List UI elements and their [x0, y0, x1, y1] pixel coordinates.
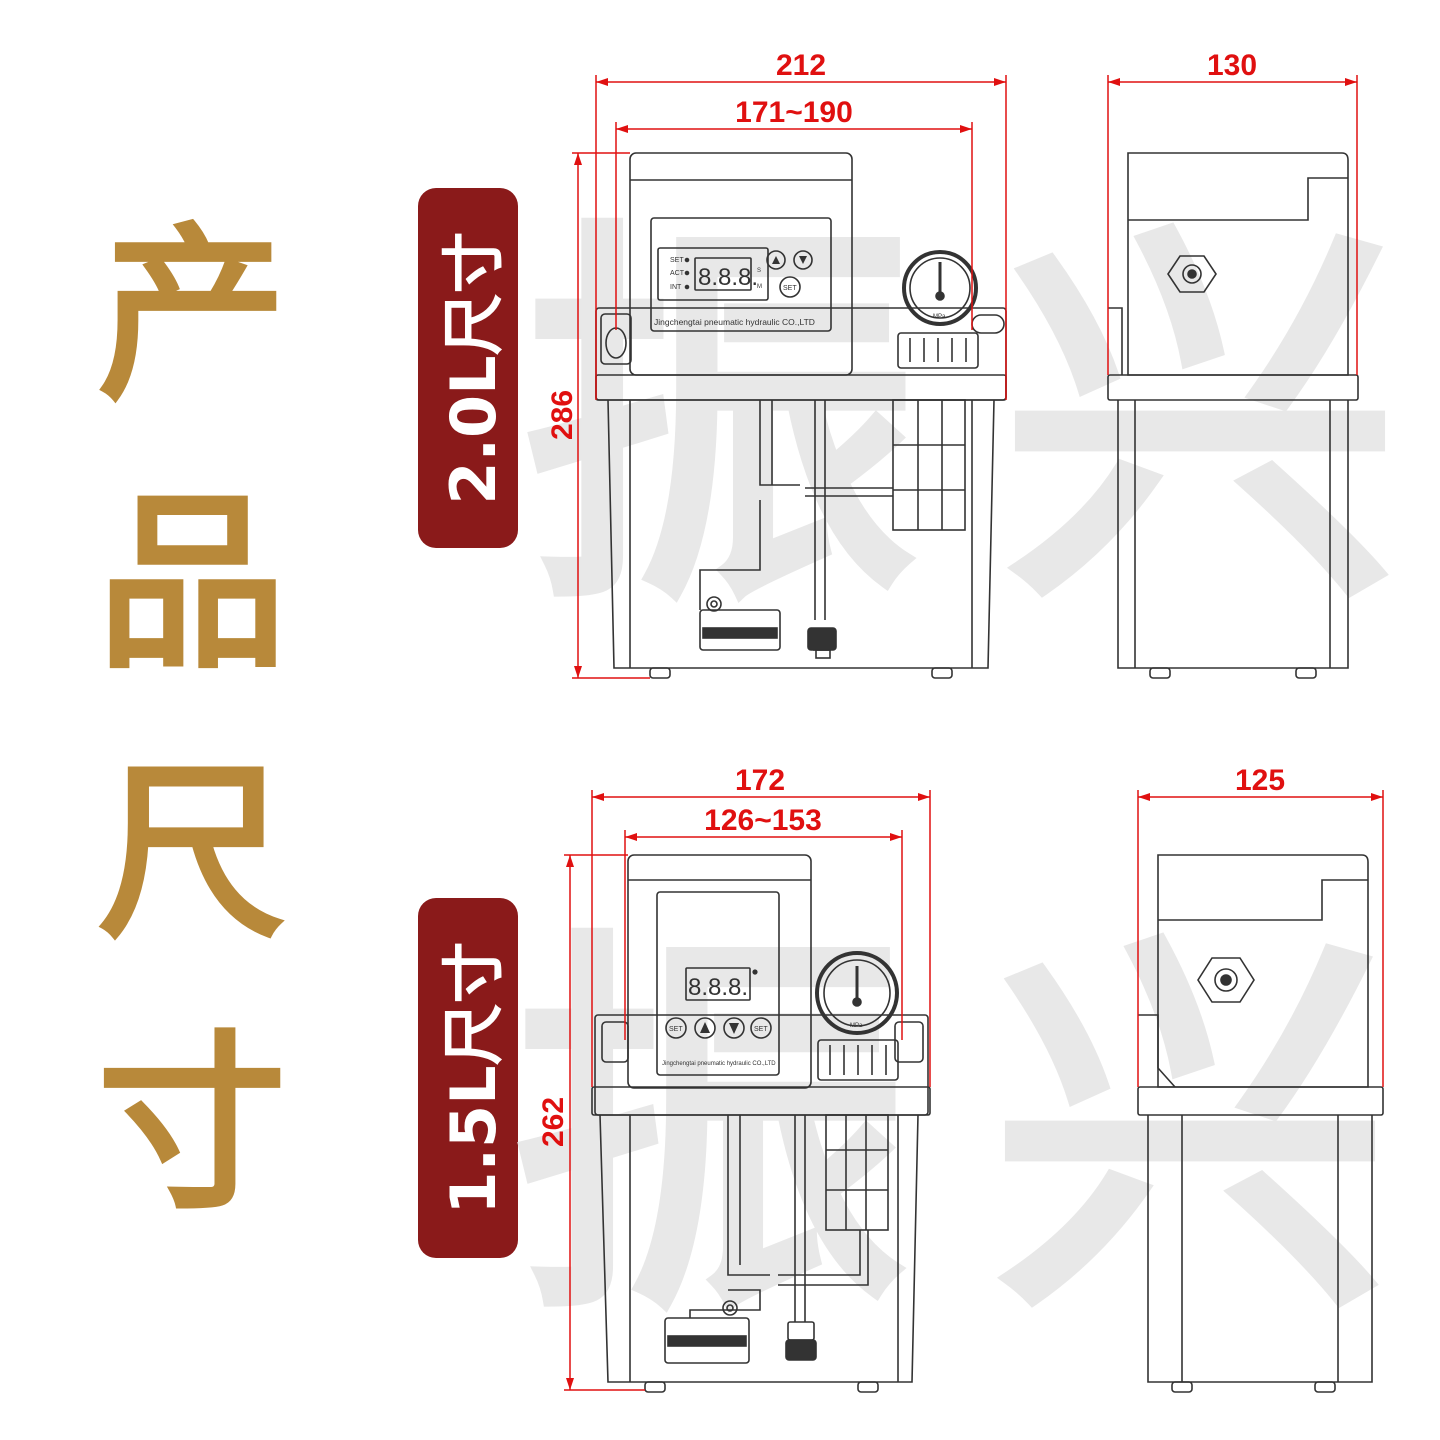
mode-s-label: S [757, 268, 761, 274]
pressure-gauge-2l [902, 250, 978, 326]
watermark-char-2b: 兴 [990, 900, 1390, 1365]
set-right-label: SET [754, 1026, 768, 1033]
mode-m-label: M [757, 284, 762, 290]
gauge-unit-2l: MPa [933, 314, 946, 320]
set-left-button [665, 1017, 687, 1039]
company-name-2l: Jingchengtai pneumatic hydraulic CO.,LTD [654, 317, 815, 327]
front-view-15l [591, 854, 931, 1393]
company-name-15l: Jingchengtai pneumatic hydraulic CO.,LTD [662, 1061, 776, 1067]
watermark: 振 兴 振 兴 [510, 190, 1400, 1365]
indicator-set: SET [670, 257, 684, 264]
dim-2l-side-width: 130 [1207, 49, 1257, 82]
pressure-gauge-15l [815, 951, 899, 1035]
digital-display-2l: 8.8.8. [698, 264, 758, 291]
side-fitting-2l [1167, 255, 1217, 293]
dim-15l-mount-span: 126~153 [704, 804, 822, 837]
control-panel-2l [650, 217, 832, 332]
panel-text-2l: SET ACT INT 8.8.8. S M SET Jingchengtai … [654, 257, 946, 327]
side-fitting-15l [1197, 957, 1255, 1003]
model-label-2l: 2.0L尺寸 [418, 188, 518, 548]
gauge-unit-15l: MPa [850, 1023, 863, 1029]
title-char-4: 寸 [96, 1014, 287, 1235]
set-button-2l [779, 276, 801, 298]
title-char-1: 产 [96, 206, 287, 427]
model-label-15l: 1.5L尺寸 [418, 898, 518, 1258]
dim-2l-mount-span: 171~190 [735, 96, 853, 129]
front-view-2l [595, 152, 1007, 679]
indicator-int: INT [670, 284, 682, 291]
indicator-act: ACT [670, 270, 685, 277]
dim-2l-height: 286 [546, 390, 579, 440]
panel-text-15l: 8.8.8. SET SET Jingchengtai pneumatic hy… [662, 974, 863, 1067]
digital-display-15l: 8.8.8. [688, 974, 748, 1001]
set-right-button [750, 1017, 772, 1039]
down-button-15l-icon [723, 1017, 745, 1039]
watermark-char-1b: 兴 [1000, 190, 1400, 655]
down-button-icon [793, 250, 813, 270]
set-left-label: SET [669, 1026, 683, 1033]
up-button-15l-icon [694, 1017, 716, 1039]
watermark-char-1a: 振 [520, 190, 920, 655]
control-panel-15l [656, 891, 780, 1076]
title-char-2: 品 [96, 474, 287, 695]
title-char-3: 尺 [96, 744, 287, 965]
dimension-lines [564, 75, 1384, 1391]
side-view-2l [1107, 152, 1359, 679]
side-view-15l [1137, 854, 1384, 1393]
dim-2l-width: 212 [776, 49, 826, 82]
dim-15l-height: 262 [537, 1097, 570, 1147]
dim-15l-side-width: 125 [1235, 764, 1285, 797]
up-button-icon [766, 250, 786, 270]
set-button-2l-label: SET [783, 285, 797, 292]
watermark-char-2a: 振 [510, 900, 910, 1365]
dimension-labels: 212 171~190 286 130 172 126~153 262 125 [537, 49, 1285, 1147]
dim-15l-width: 172 [735, 764, 785, 797]
